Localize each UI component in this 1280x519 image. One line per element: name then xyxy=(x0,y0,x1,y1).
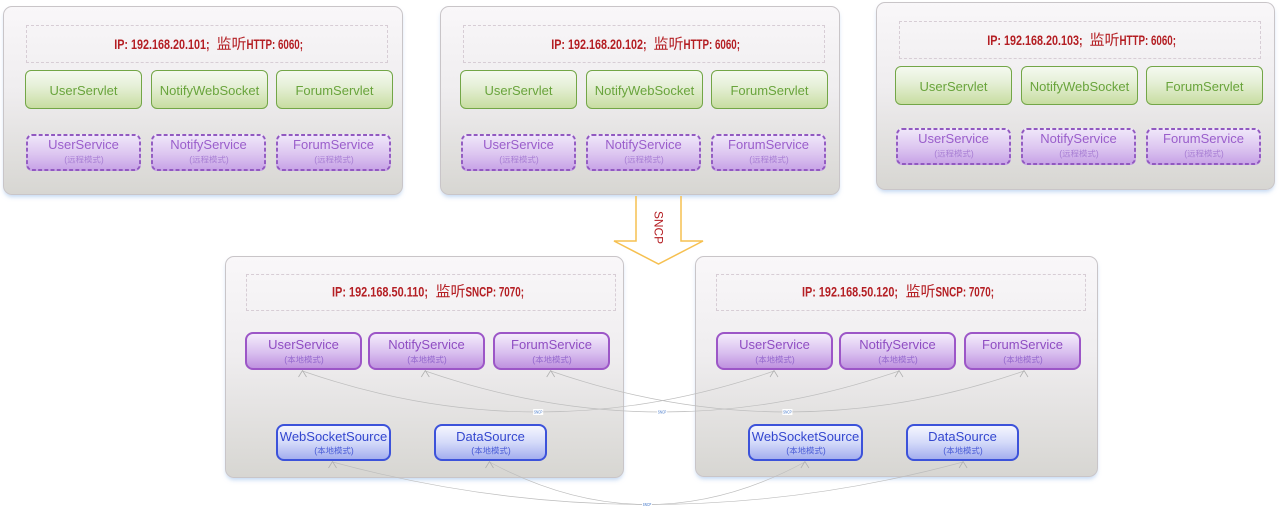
svg-text:(: ( xyxy=(624,155,627,165)
svg-text:): ) xyxy=(507,446,510,456)
svg-text:): ) xyxy=(350,155,353,165)
svg-text:(: ( xyxy=(189,155,192,165)
svg-text:(: ( xyxy=(471,446,474,456)
svg-text:(: ( xyxy=(749,155,752,165)
svg-text:(: ( xyxy=(786,446,789,456)
svg-text:(: ( xyxy=(755,355,758,365)
svg-text:): ) xyxy=(1220,149,1223,159)
svg-text:HTTP: 6060;: HTTP: 6060; xyxy=(247,36,304,52)
svg-text:): ) xyxy=(443,355,446,365)
svg-text:SNCP: 7070;: SNCP: 7070; xyxy=(936,284,995,300)
svg-text:(: ( xyxy=(1184,149,1187,159)
svg-text:SNCP: SNCP xyxy=(643,502,652,507)
svg-text:(: ( xyxy=(934,149,937,159)
svg-text:): ) xyxy=(785,155,788,165)
svg-text:HTTP: 6060;: HTTP: 6060; xyxy=(1120,32,1177,48)
svg-text:): ) xyxy=(320,355,323,365)
svg-text:(: ( xyxy=(314,155,317,165)
svg-text:IP: 192.168.20.101;: IP: 192.168.20.101; xyxy=(114,36,209,52)
svg-text:(: ( xyxy=(878,355,881,365)
svg-text:IP: 192.168.20.103;: IP: 192.168.20.103; xyxy=(987,32,1082,48)
svg-text:): ) xyxy=(1039,355,1042,365)
svg-text:HTTP: 6060;: HTTP: 6060; xyxy=(684,36,741,52)
svg-text:SNCP: 7070;: SNCP: 7070; xyxy=(466,284,525,300)
svg-text:): ) xyxy=(979,446,982,456)
svg-text:): ) xyxy=(350,446,353,456)
svg-text:IP: 192.168.50.120;: IP: 192.168.50.120; xyxy=(802,284,898,300)
svg-text:(: ( xyxy=(314,446,317,456)
svg-text:IP: 192.168.20.102;: IP: 192.168.20.102; xyxy=(551,36,646,52)
svg-text:IP: 192.168.50.110;: IP: 192.168.50.110; xyxy=(332,284,428,300)
svg-text:): ) xyxy=(791,355,794,365)
svg-text:(: ( xyxy=(532,355,535,365)
svg-text:): ) xyxy=(822,446,825,456)
svg-text:SNCP: SNCP xyxy=(652,211,666,244)
svg-text:): ) xyxy=(535,155,538,165)
svg-text:(: ( xyxy=(943,446,946,456)
svg-text:(: ( xyxy=(64,155,67,165)
svg-text:(: ( xyxy=(1059,149,1062,159)
svg-text:): ) xyxy=(225,155,228,165)
svg-text:(: ( xyxy=(407,355,410,365)
svg-text:(: ( xyxy=(1003,355,1006,365)
svg-text:): ) xyxy=(100,155,103,165)
svg-text:): ) xyxy=(914,355,917,365)
svg-text:SNCP: SNCP xyxy=(658,410,667,415)
svg-text:): ) xyxy=(970,149,973,159)
svg-text:): ) xyxy=(1095,149,1098,159)
svg-text:(: ( xyxy=(499,155,502,165)
svg-text:): ) xyxy=(660,155,663,165)
svg-text:(: ( xyxy=(284,355,287,365)
svg-text:): ) xyxy=(568,355,571,365)
